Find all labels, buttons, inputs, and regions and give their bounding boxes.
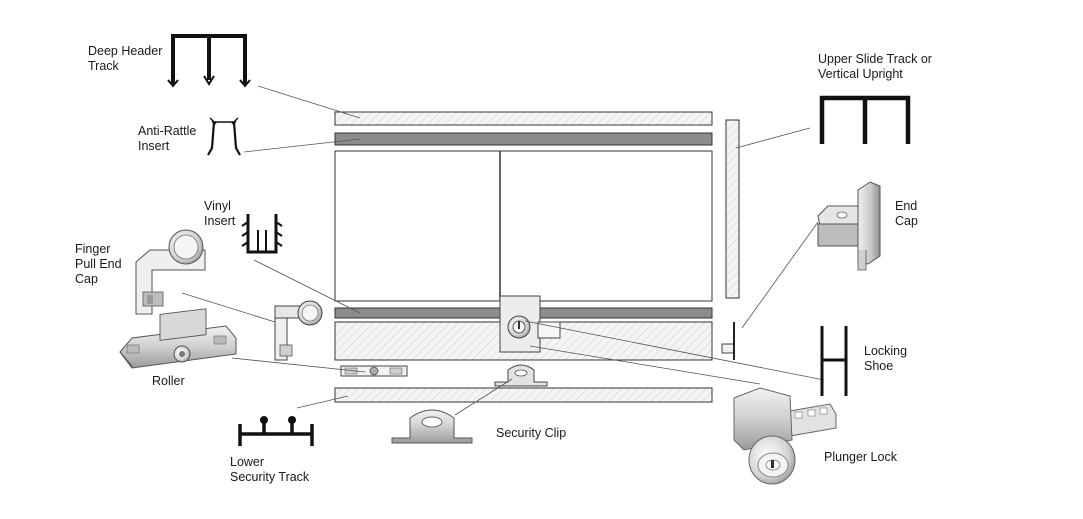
label-line: Security Track — [230, 470, 310, 484]
label-line: Finger — [75, 242, 111, 256]
leader-lines — [181, 85, 825, 416]
label-line: Plunger Lock — [824, 450, 897, 464]
label-line: Cap — [895, 214, 918, 228]
lower-security-track-icon — [238, 416, 314, 446]
label-line: Security Clip — [496, 426, 567, 440]
label-line: Lower — [230, 455, 265, 469]
label-line: Insert — [138, 139, 170, 153]
label-line: Pull End — [75, 257, 122, 271]
label-line: Cap — [75, 272, 98, 286]
glass-panel-left — [334, 150, 501, 302]
end-cap-icon — [817, 181, 881, 271]
label-line: Vinyl — [204, 199, 231, 213]
label-line: Roller — [152, 374, 185, 388]
label-security-clip: Security Clip — [496, 426, 566, 441]
label-line: Vertical Upright — [818, 67, 903, 81]
header-track-bar — [334, 111, 713, 126]
label-vinyl-insert: Vinyl Insert — [204, 199, 235, 229]
label-line: Upper Slide Track or — [818, 52, 932, 66]
label-plunger-lock: Plunger Lock — [824, 450, 897, 465]
label-roller: Roller — [152, 374, 185, 389]
roller-icon — [119, 308, 237, 369]
label-line: Track — [88, 59, 119, 73]
glass-panel-right — [499, 150, 713, 302]
deep-header-track-icon — [167, 34, 251, 88]
label-finger-pull-end-cap: Finger Pull End Cap — [75, 242, 122, 287]
label-upper-slide-track: Upper Slide Track or Vertical Upright — [818, 52, 932, 82]
assembly-finger-pull — [274, 300, 323, 361]
assembly-roller — [340, 365, 408, 377]
anti-rattle-insert-icon — [207, 117, 241, 156]
label-anti-rattle-insert: Anti-Rattle Insert — [138, 124, 196, 154]
label-locking-shoe: Locking Shoe — [864, 344, 907, 374]
label-line: Deep Header — [88, 44, 163, 58]
vinyl-insert-icon — [241, 214, 283, 254]
security-clip-icon — [391, 409, 473, 444]
assembly-lock — [499, 295, 561, 353]
assembly-security-clip — [494, 364, 548, 387]
label-lower-security-track: Lower Security Track — [230, 455, 309, 485]
label-end-cap: End Cap — [895, 199, 918, 229]
anti-rattle-bar — [334, 132, 713, 146]
label-line: Insert — [204, 214, 236, 228]
vertical-upright-bar — [725, 119, 740, 299]
label-line: Shoe — [864, 359, 894, 373]
upper-slide-track-icon — [819, 95, 911, 144]
label-line: Locking — [864, 344, 908, 358]
plunger-lock-icon — [733, 387, 837, 485]
label-line: Anti-Rattle — [138, 124, 197, 138]
label-deep-header-track: Deep Header Track — [88, 44, 162, 74]
door-assembly — [274, 111, 740, 403]
assembly-locking-shoe — [721, 322, 735, 360]
lower-track-bar — [334, 387, 713, 403]
locking-shoe-icon — [820, 326, 848, 396]
label-line: End — [895, 199, 918, 213]
finger-pull-end-cap-icon — [135, 229, 206, 315]
